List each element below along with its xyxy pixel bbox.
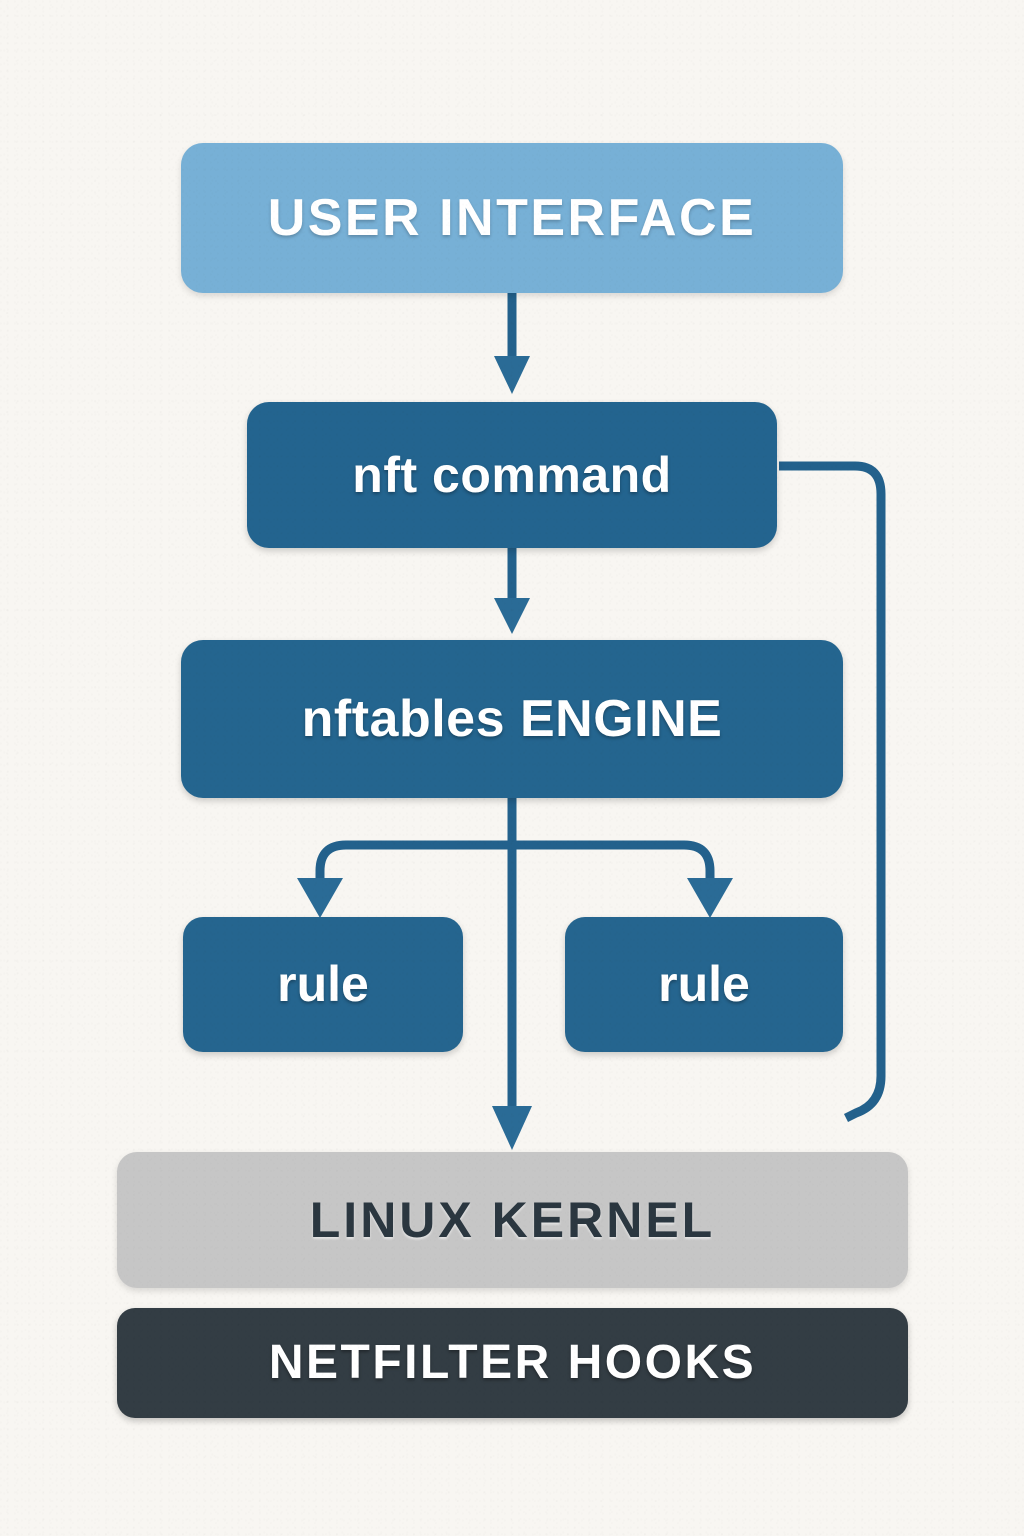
node-rule-left[interactable]: rule <box>183 917 463 1052</box>
edge-nft-bypass-to-kernel <box>779 461 886 1123</box>
node-linux-kernel-label: LINUX KERNEL <box>309 1191 716 1248</box>
edge-engine-to-kernel <box>492 798 532 1150</box>
node-netfilter-hooks[interactable]: NETFILTER HOOKS <box>117 1308 908 1418</box>
node-rule-left-label: rule <box>277 956 369 1013</box>
edge-engine-to-rule-right <box>512 840 733 918</box>
edge-ui-to-nft <box>494 293 530 394</box>
node-user-interface[interactable]: USER INTERFACE <box>181 143 843 293</box>
node-nftables-engine[interactable]: nftables ENGINE <box>181 640 843 798</box>
node-nft-command-label: nft command <box>352 446 672 503</box>
node-nftables-engine-label: nftables ENGINE <box>301 689 723 748</box>
node-user-interface-label: USER INTERFACE <box>267 188 757 247</box>
node-nft-command[interactable]: nft command <box>247 402 777 548</box>
node-rule-right-label: rule <box>658 956 750 1013</box>
node-rule-right[interactable]: rule <box>565 917 843 1052</box>
node-linux-kernel[interactable]: LINUX KERNEL <box>117 1152 908 1288</box>
edge-nft-to-engine <box>494 548 530 634</box>
node-netfilter-hooks-label: NETFILTER HOOKS <box>268 1335 757 1389</box>
edge-engine-to-rule-left <box>297 840 512 918</box>
